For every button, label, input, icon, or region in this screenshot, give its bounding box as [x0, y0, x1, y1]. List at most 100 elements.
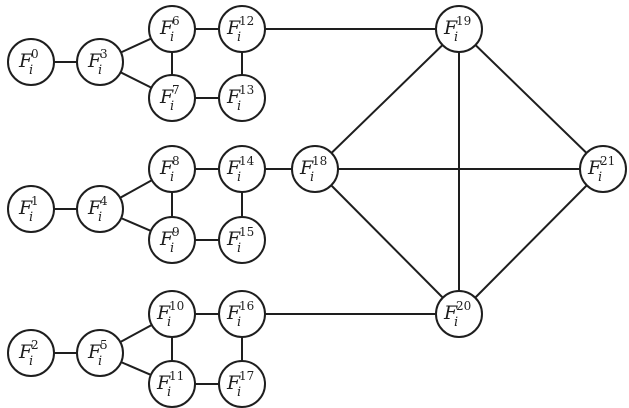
node-superscript: 13: [239, 83, 254, 97]
node-letter: F: [159, 228, 174, 250]
node-circle: [291, 145, 339, 193]
node-0: F0 i: [7, 38, 55, 86]
node-letter: F: [159, 86, 174, 108]
node-16: F16 i: [218, 290, 266, 338]
node-superscript: 8: [172, 154, 180, 168]
node-letter: F: [156, 372, 171, 394]
node-21: F21 i: [579, 145, 627, 193]
node-circle: [7, 329, 55, 377]
node-superscript: 10: [169, 299, 184, 313]
node-circle: [435, 290, 483, 338]
node-subscript: i: [170, 170, 174, 185]
node-subscript: i: [454, 30, 458, 45]
node-circle: [148, 290, 196, 338]
node-subscript: i: [170, 241, 174, 256]
node-15: F15 i: [218, 216, 266, 264]
node-9: F9 i: [148, 216, 196, 264]
node-6: F6i: [148, 5, 196, 53]
node-superscript: 5: [100, 338, 108, 352]
node-subscript: i: [167, 385, 171, 400]
node-circle: [7, 185, 55, 233]
node-subscript: i: [170, 99, 174, 114]
edge-18-19: [314, 28, 460, 170]
node-superscript: 9: [172, 225, 180, 239]
node-circle: [218, 360, 266, 408]
node-circle: [148, 360, 196, 408]
node-letter: F: [18, 50, 33, 72]
node-19: F19 i: [435, 5, 483, 53]
nodes-layer: F0iF1iF2iF3iF4iF5iF6iF7iF8iF9iF10iF11iF1…: [7, 5, 627, 408]
edge-19-21: [458, 28, 604, 170]
node-subscript: i: [29, 354, 33, 369]
node-letter: F: [18, 197, 33, 219]
node-superscript: 0: [31, 47, 39, 61]
node-letter: F: [226, 17, 241, 39]
node-letter: F: [87, 197, 102, 219]
node-superscript: 15: [239, 225, 254, 239]
node-subscript: i: [98, 210, 102, 225]
node-5: F5i: [76, 329, 124, 377]
node-letter: F: [299, 157, 314, 179]
node-circle: [7, 38, 55, 86]
node-letter: F: [226, 157, 241, 179]
node-letter: F: [443, 17, 458, 39]
node-subscript: i: [237, 315, 241, 330]
node-letter: F: [87, 341, 102, 363]
node-letter: F: [156, 302, 171, 324]
node-circle: [218, 145, 266, 193]
node-subscript: i: [98, 63, 102, 78]
node-4: F4 i: [76, 185, 124, 233]
node-superscript: 19: [456, 14, 471, 28]
node-circle: [218, 290, 266, 338]
node-superscript: 12: [239, 14, 254, 28]
node-subscript: i: [598, 170, 602, 185]
node-letter: F: [226, 302, 241, 324]
node-superscript: 7: [172, 83, 180, 97]
node-subscript: i: [454, 315, 458, 330]
node-superscript: 4: [100, 194, 108, 208]
node-subscript: i: [237, 30, 241, 45]
node-circle: [218, 216, 266, 264]
node-circle: [148, 74, 196, 122]
node-letter: F: [226, 372, 241, 394]
node-letter: F: [226, 86, 241, 108]
node-2: F2 i: [7, 329, 55, 377]
node-subscript: i: [29, 210, 33, 225]
node-11: F11 i: [148, 360, 196, 408]
node-1: F1 i: [7, 185, 55, 233]
node-circle: [218, 5, 266, 53]
node-subscript: i: [167, 315, 171, 330]
node-3: F3i: [76, 38, 124, 86]
node-circle: [76, 38, 124, 86]
node-superscript: 6: [172, 14, 180, 28]
node-circle: [76, 185, 124, 233]
node-superscript: 21: [600, 154, 615, 168]
node-subscript: i: [237, 385, 241, 400]
node-subscript: i: [237, 241, 241, 256]
node-letter: F: [226, 228, 241, 250]
node-letter: F: [18, 341, 33, 363]
node-superscript: 16: [239, 299, 254, 313]
node-letter: F: [587, 157, 602, 179]
node-circle: [579, 145, 627, 193]
edge-20-21: [458, 168, 604, 315]
node-circle: [148, 145, 196, 193]
node-superscript: 3: [100, 47, 108, 61]
node-circle: [435, 5, 483, 53]
node-subscript: i: [170, 30, 174, 45]
node-superscript: 2: [31, 338, 39, 352]
node-superscript: 20: [456, 299, 471, 313]
node-7: F7 i: [148, 74, 196, 122]
node-circle: [148, 5, 196, 53]
node-circle: [148, 216, 196, 264]
node-superscript: 1: [31, 194, 39, 208]
node-subscript: i: [29, 63, 33, 78]
node-8: F8i: [148, 145, 196, 193]
node-superscript: 11: [169, 369, 184, 383]
